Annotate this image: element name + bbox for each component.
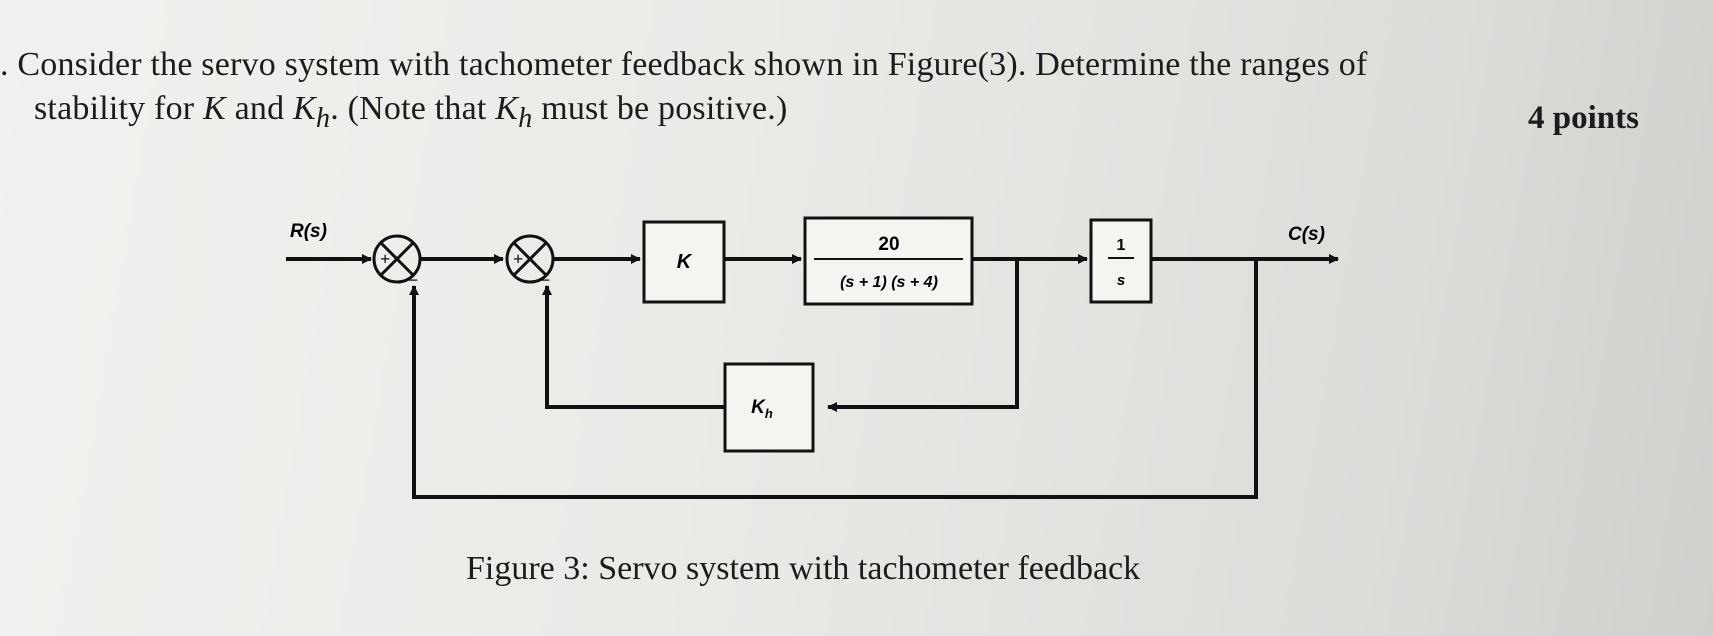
integrator-denominator: s [1117, 272, 1125, 289]
question-line-2: stability for K and Kh. (Note that Kh mu… [34, 90, 788, 135]
points-label: 4 points [1528, 100, 1639, 136]
input-label: R(s) [290, 221, 327, 242]
variable-kh: Kh [292, 90, 330, 134]
integrator-numerator: 1 [1117, 237, 1126, 254]
plant-numerator: 20 [878, 234, 899, 255]
figure-caption: Figure 3: Servo system with tachometer f… [466, 550, 1141, 587]
question-text-note: . (Note that [330, 90, 496, 127]
sum2-minus-sign: − [540, 270, 550, 290]
variable-kh-note-sub: h [518, 102, 533, 134]
summing-junction-1: + − [372, 234, 422, 290]
question-text-line-2-start: stability for [34, 90, 203, 127]
variable-kh-base: K [292, 90, 316, 127]
unity-feedback-path [409, 259, 1258, 499]
variable-k: K [203, 90, 226, 127]
variable-kh-note: Kh [495, 90, 532, 134]
sum2-plus-sign: + [513, 249, 523, 269]
integrator-block [1089, 218, 1153, 304]
variable-kh-sub: h [315, 102, 331, 134]
question-text-and: and [225, 90, 293, 127]
output-label: C(s) [1288, 224, 1325, 245]
tachometer-feedback-path [827, 259, 1019, 412]
plant-denominator: (s + 1) (s + 4) [840, 274, 938, 291]
question-number-fragment: . [0, 46, 9, 83]
summing-junction-2: + − [505, 234, 555, 290]
feedback-block-label: Kh [751, 397, 773, 421]
variable-kh-note-base: K [495, 90, 519, 127]
question-line-1: . Consider the servo system with tachome… [0, 46, 1368, 84]
tachometer-feedback-return [542, 285, 725, 409]
gain-block-label: K [677, 251, 693, 273]
question-text-line-1: Consider the servo system with tachomete… [17, 46, 1368, 83]
sum1-plus-sign: + [380, 249, 390, 269]
sum1-minus-sign: − [408, 270, 418, 290]
gain-block [642, 220, 726, 304]
question-text-end: must be positive.) [532, 90, 788, 127]
plant-block [803, 216, 974, 306]
